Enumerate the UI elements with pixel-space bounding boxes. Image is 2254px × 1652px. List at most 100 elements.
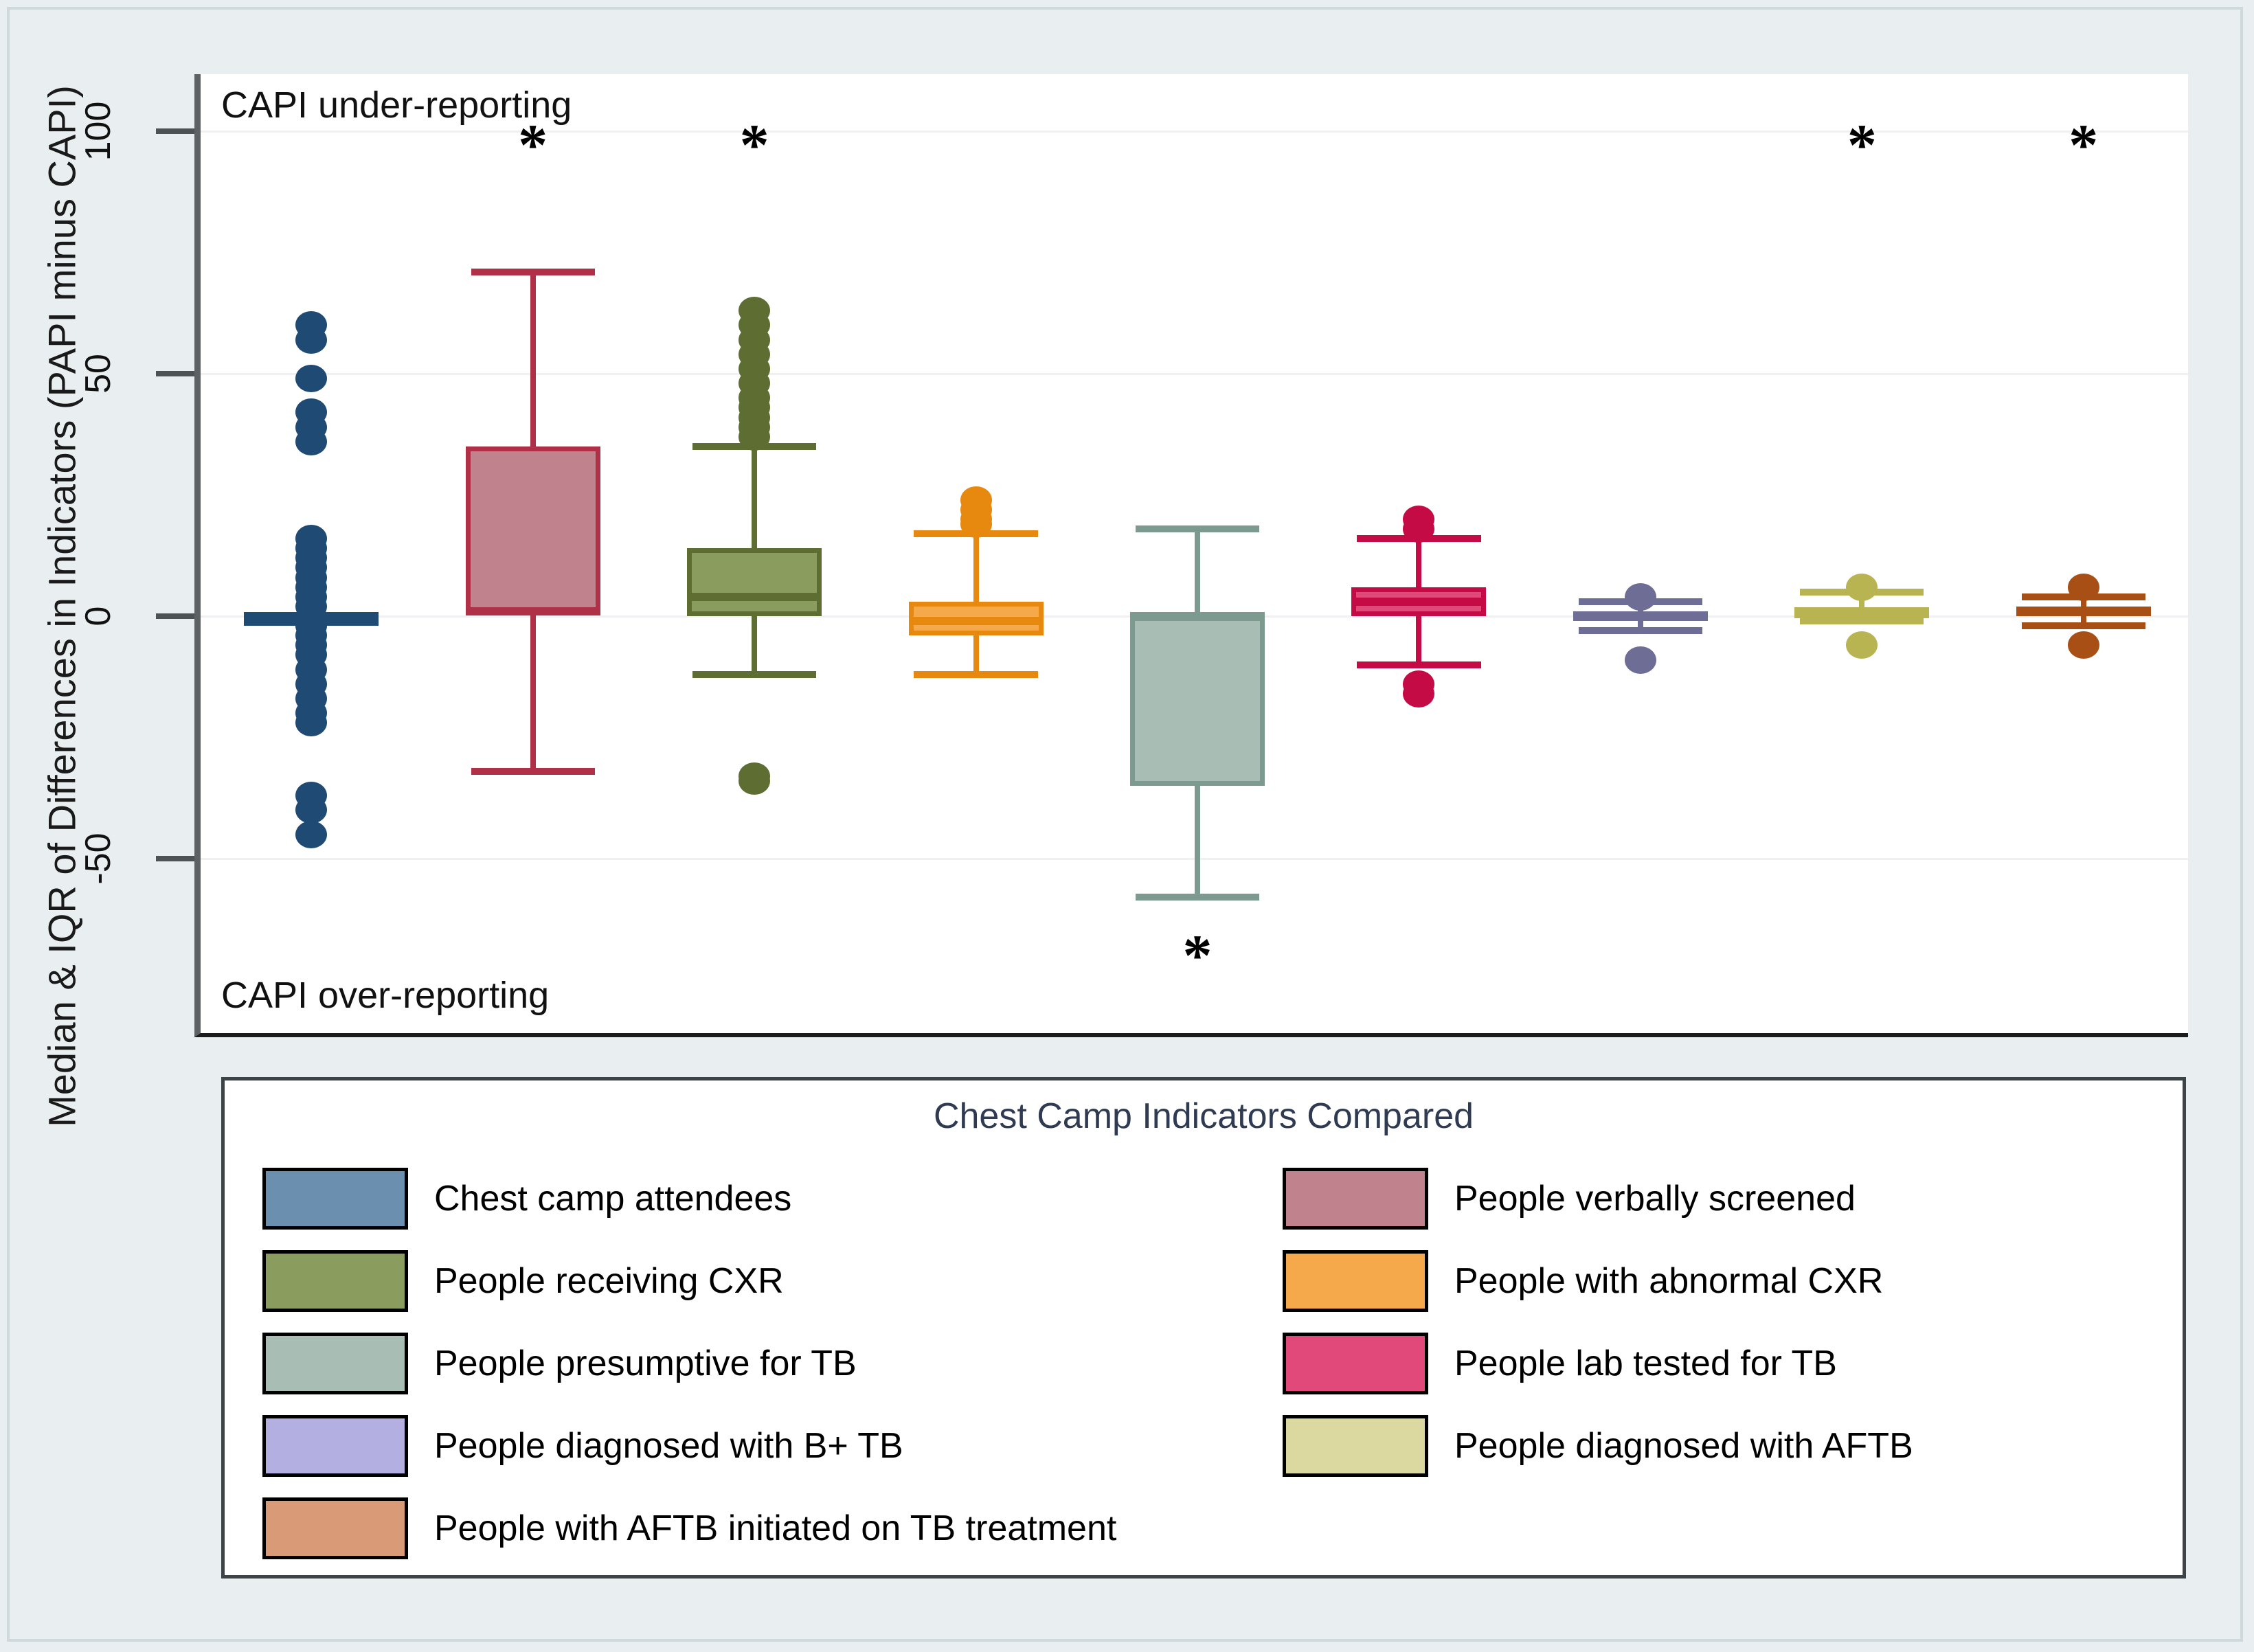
legend-item-label: People with AFTB initiated on TB treatme… [434,1508,1117,1548]
legend-item[interactable]: People receiving CXR [262,1240,903,1322]
outlier-point [960,510,992,538]
cap-lower [2021,622,2145,630]
y-axis-tick-label: -50 [78,833,118,885]
outlier-point [295,709,328,737]
boxplot-5[interactable] [201,74,2188,1033]
median-line [2016,607,2151,615]
median-line [1130,612,1265,620]
legend-color-swatch [262,1333,408,1394]
median-line [1351,597,1487,606]
boxplot-2[interactable] [201,74,2188,1033]
legend-item-label: People receiving CXR [434,1261,784,1301]
legend-color-swatch [1283,1168,1428,1230]
gridline [201,858,2188,860]
legend-color-swatch [262,1497,408,1559]
outlier-point [739,767,771,795]
outlier-point [295,820,328,848]
legend-item[interactable]: Chest camp attendees [262,1157,903,1240]
legend-item-label: People diagnosed with B+ TB [434,1426,903,1466]
outlier-point [295,796,328,824]
outlier-point [295,365,328,393]
y-axis-tick-label: 100 [78,101,118,161]
boxplot-7[interactable] [201,74,2188,1033]
significance-star: * [1847,112,1877,178]
plot-canvas: CAPI under-reporting CAPI over-reporting… [201,74,2188,1033]
legend-item-label: People verbally screened [1454,1179,1856,1219]
cap-lower [692,670,817,678]
outlier-point [2067,573,2099,601]
significance-star: * [2069,112,2099,178]
cap-lower [1135,894,1260,901]
boxplot-4[interactable] [201,74,2188,1033]
cap-upper [471,268,595,275]
legend-color-swatch [262,1415,408,1477]
legend-item-label: People lab tested for TB [1454,1344,1837,1383]
box-iqr [1130,616,1265,787]
outlier-point [295,427,328,455]
legend-color-swatch [262,1250,408,1312]
whisker-upper [2080,596,2086,607]
outlier-point [1403,514,1435,543]
gridline [201,373,2188,375]
whisker-lower [1637,621,1643,631]
box-iqr [465,446,600,614]
boxplot-8[interactable] [201,74,2188,1033]
whisker-upper [1195,528,1200,616]
median-line [687,592,822,601]
whisker-upper [752,446,758,549]
significance-star: * [1182,923,1213,988]
boxplot-6[interactable] [201,74,2188,1033]
legend-item-label: People diagnosed with AFTB [1454,1426,1913,1466]
y-axis-title-area: Median & IQR of Differences in Indicator… [0,0,84,1209]
outlier-point [1624,646,1656,674]
legend-item[interactable]: People presumptive for TB [262,1322,903,1405]
legend-color-swatch [1283,1415,1428,1477]
whisker-upper [973,533,979,602]
legend-item[interactable]: People with AFTB initiated on TB treatme… [262,1487,1116,1570]
outlier-point [739,422,771,451]
median-line [908,617,1044,626]
outlier-point [2067,631,2099,659]
legend-item[interactable]: People with abnormal CXR [1283,1240,1913,1322]
legend-color-swatch [262,1168,408,1230]
legend-item[interactable]: People diagnosed with B+ TB [262,1405,903,1487]
boxplot-1[interactable] [201,74,2188,1033]
cap-upper [1135,525,1260,532]
legend-item[interactable]: People diagnosed with AFTB [1283,1405,1913,1487]
gridline [201,131,2188,133]
legend-color-swatch [1283,1250,1428,1312]
legend-row-full-width: People with AFTB initiated on TB treatme… [262,1487,1116,1570]
box-iqr [687,548,822,616]
cap-lower [1357,661,1481,668]
legend-item[interactable]: People verbally screened [1283,1157,1913,1240]
whisker-lower [752,616,758,675]
legend-item[interactable]: People lab tested for TB [1283,1322,1913,1405]
median-line [1794,607,1930,615]
y-axis-tick-label: 50 [78,354,118,394]
cap-lower [1578,627,1703,635]
legend-title: Chest Camp Indicators Compared [933,1096,1474,1136]
outlier-point [1846,573,1878,601]
whisker-lower [1416,616,1422,665]
whisker-lower [1195,786,1200,898]
cap-lower [471,767,595,775]
y-axis-tick [156,856,194,861]
legend-item-label: People with abnormal CXR [1454,1261,1884,1301]
legend-panel: Chest Camp Indicators Compared Chest cam… [221,1077,2186,1579]
cap-lower [1800,618,1924,625]
y-axis-tick [156,371,194,376]
plot-area: CAPI under-reporting CAPI over-reporting… [194,74,2188,1037]
outlier-point [295,326,328,354]
whisker-upper [1416,539,1422,587]
legend-item-label: Chest camp attendees [434,1179,792,1219]
legend-color-swatch [1283,1333,1428,1394]
whisker-upper [530,271,536,446]
median-line [465,607,600,615]
y-axis-tick [156,613,194,619]
cap-lower [914,670,1038,678]
boxplot-3[interactable] [201,74,2188,1033]
boxplot-9[interactable] [201,74,2188,1033]
outlier-point [1846,631,1878,659]
outlier-point [1403,679,1435,708]
